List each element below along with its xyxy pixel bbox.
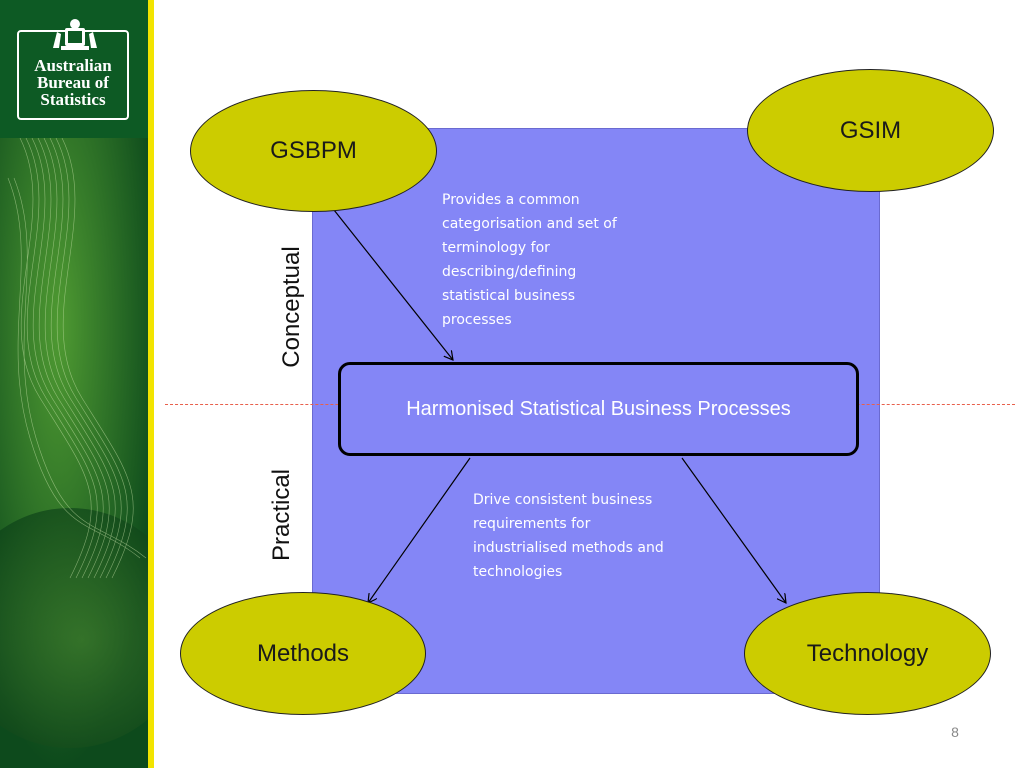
sidebar-decoration xyxy=(0,138,148,768)
coat-of-arms-icon xyxy=(53,19,97,50)
gsbpm-label: GSBPM xyxy=(270,137,357,164)
logo-text: Australian Bureau of Statistics xyxy=(19,57,127,108)
methods-node: Methods xyxy=(180,592,426,715)
gsim-label: GSIM xyxy=(839,116,902,144)
practical-label: Practical xyxy=(268,468,295,562)
central-process-box: Harmonised Statistical Business Processe… xyxy=(338,362,859,456)
logo-line: Australian xyxy=(34,56,112,75)
methods-label: Methods xyxy=(256,639,350,667)
page-number: 8 xyxy=(951,724,959,740)
gsim-node: GSIM xyxy=(747,69,994,192)
sidebar: Australian Bureau of Statistics xyxy=(0,0,148,768)
gsbpm-node: GSBPM xyxy=(190,90,437,212)
technology-label: Technology xyxy=(806,639,929,667)
conceptual-label: Conceptual xyxy=(278,246,305,368)
central-process-label: Harmonised Statistical Business Processe… xyxy=(406,397,791,420)
bottom-description: Drive consistent business requirements f… xyxy=(473,492,664,580)
logo-line: Statistics xyxy=(40,90,106,109)
abs-logo: Australian Bureau of Statistics xyxy=(17,19,129,120)
sidebar-accent-stripe xyxy=(148,0,154,768)
technology-node: Technology xyxy=(744,592,991,715)
logo-line: Bureau of xyxy=(37,73,109,92)
top-description: Provides a common categorisation and set… xyxy=(442,192,617,328)
